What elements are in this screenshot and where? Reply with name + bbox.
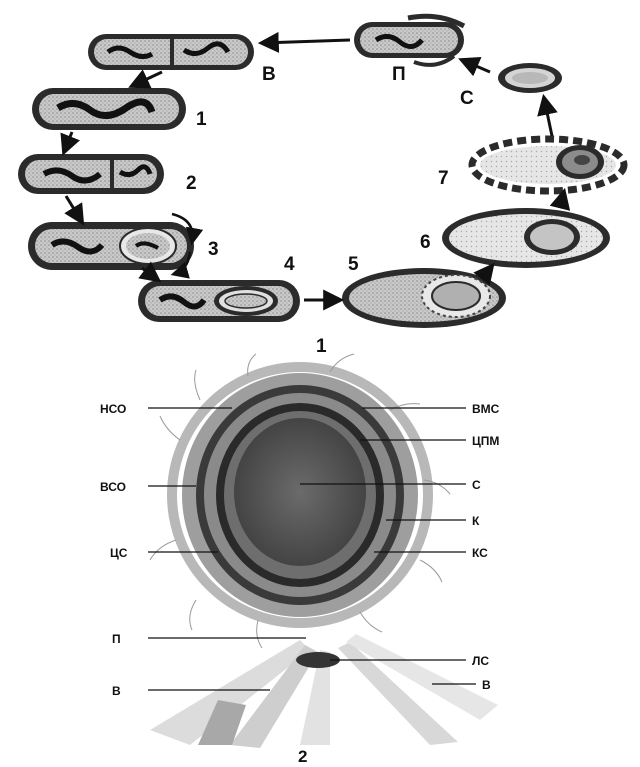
label-cpm: ЦПМ [472, 434, 499, 448]
cell-stage-4 [138, 280, 300, 322]
label-stage-5: 5 [348, 254, 359, 275]
label-stage-1: 1 [196, 109, 207, 130]
figure-1-caption: 1 [316, 336, 327, 357]
label-stage-3: 3 [208, 239, 219, 260]
label-stage-6: 6 [420, 232, 431, 253]
label-vms: ВМС [472, 402, 500, 416]
label-ls: ЛС [472, 654, 489, 668]
label-v-right: В [482, 678, 491, 692]
label-k: К [472, 514, 480, 528]
label-s: С [460, 88, 474, 109]
label-vso: ВСО [100, 480, 126, 494]
label-stage-7: 7 [438, 168, 449, 189]
figure-1: В 1 2 3 4 5 6 7 С П 1 [18, 16, 624, 357]
label-cs: ЦС [110, 546, 128, 560]
label-p: П [392, 64, 406, 85]
cell-stage-5 [342, 268, 506, 328]
free-spore [498, 63, 562, 93]
spore-appendages [150, 634, 498, 748]
label-v: В [262, 64, 276, 85]
label-ks: КС [472, 546, 488, 560]
cell-stage-7 [472, 139, 624, 191]
cell-vegetative-dividing [88, 34, 254, 70]
figure-2: НСО ВСО ЦС П В ВМС ЦПМ С К КС ЛС В 2 [100, 354, 500, 766]
cell-stage-6 [442, 208, 610, 268]
label-stage-4: 4 [284, 254, 295, 275]
label-stage-2: 2 [186, 173, 197, 194]
spore-core [234, 418, 366, 566]
label-nso: НСО [100, 402, 126, 416]
label-s-fig2: С [472, 478, 481, 492]
cell-stage-1 [32, 88, 186, 130]
cell-stage-3 [28, 214, 194, 274]
label-v-left: В [112, 684, 121, 698]
label-p-fig2: П [112, 632, 121, 646]
cell-stage-2 [18, 154, 164, 194]
germinating-cell [354, 16, 464, 65]
figure-2-caption: 2 [298, 747, 307, 766]
